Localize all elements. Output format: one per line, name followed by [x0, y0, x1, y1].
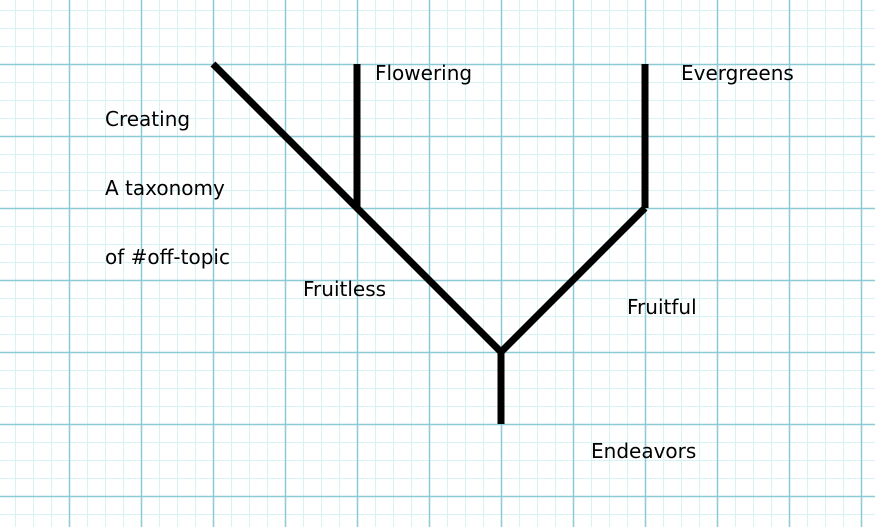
title-line: A taxonomy [105, 176, 225, 200]
diagram-title: Creating A taxonomy of #off-topic [105, 62, 230, 315]
title-line: Creating [105, 107, 191, 131]
node-label-evergreens: Evergreens [681, 61, 794, 85]
branch-fruitful [498, 205, 648, 355]
title-line: of #off-topic [105, 245, 230, 269]
node-label-flowering: Flowering [375, 61, 473, 85]
node-label-fruitless: Fruitless [303, 277, 387, 301]
node-label-fruitful: Fruitful [627, 295, 697, 319]
node-label-endeavors: Endeavors [591, 439, 697, 463]
taxonomy-tree [210, 61, 649, 424]
